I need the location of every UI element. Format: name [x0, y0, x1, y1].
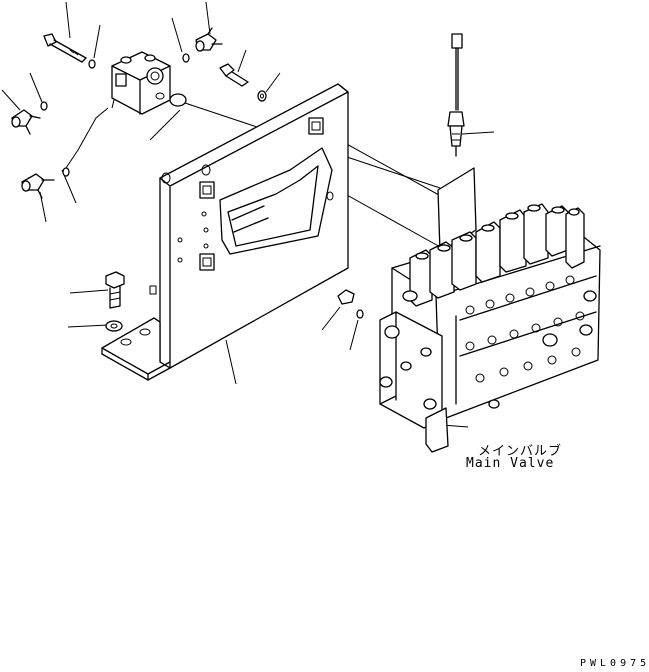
bolt-lower-left	[105, 271, 125, 332]
o-ring	[182, 53, 190, 63]
ppc-valve-block	[111, 51, 171, 115]
plug-cap	[169, 93, 187, 107]
o-ring	[62, 167, 70, 177]
main-valve-label-en: Main Valve	[466, 456, 555, 471]
hose	[65, 107, 109, 169]
main-valve	[379, 203, 601, 453]
washer	[88, 59, 96, 69]
mounting-bracket	[101, 83, 349, 381]
bolt-right	[219, 63, 267, 102]
o-ring	[40, 101, 48, 111]
pressure-sensor	[447, 33, 465, 157]
main-valve-label-jp: メインバルブ	[478, 444, 563, 459]
drawing-code: PWL0975	[580, 658, 649, 669]
bolt-top-left	[43, 33, 87, 63]
plug-fitting	[337, 289, 355, 305]
o-ring	[356, 309, 364, 319]
elbow-fitting-left-lower	[21, 173, 55, 199]
elbow-fitting-top	[195, 27, 223, 52]
label-plate	[437, 167, 477, 253]
elbow-fitting-left-upper	[11, 109, 41, 135]
